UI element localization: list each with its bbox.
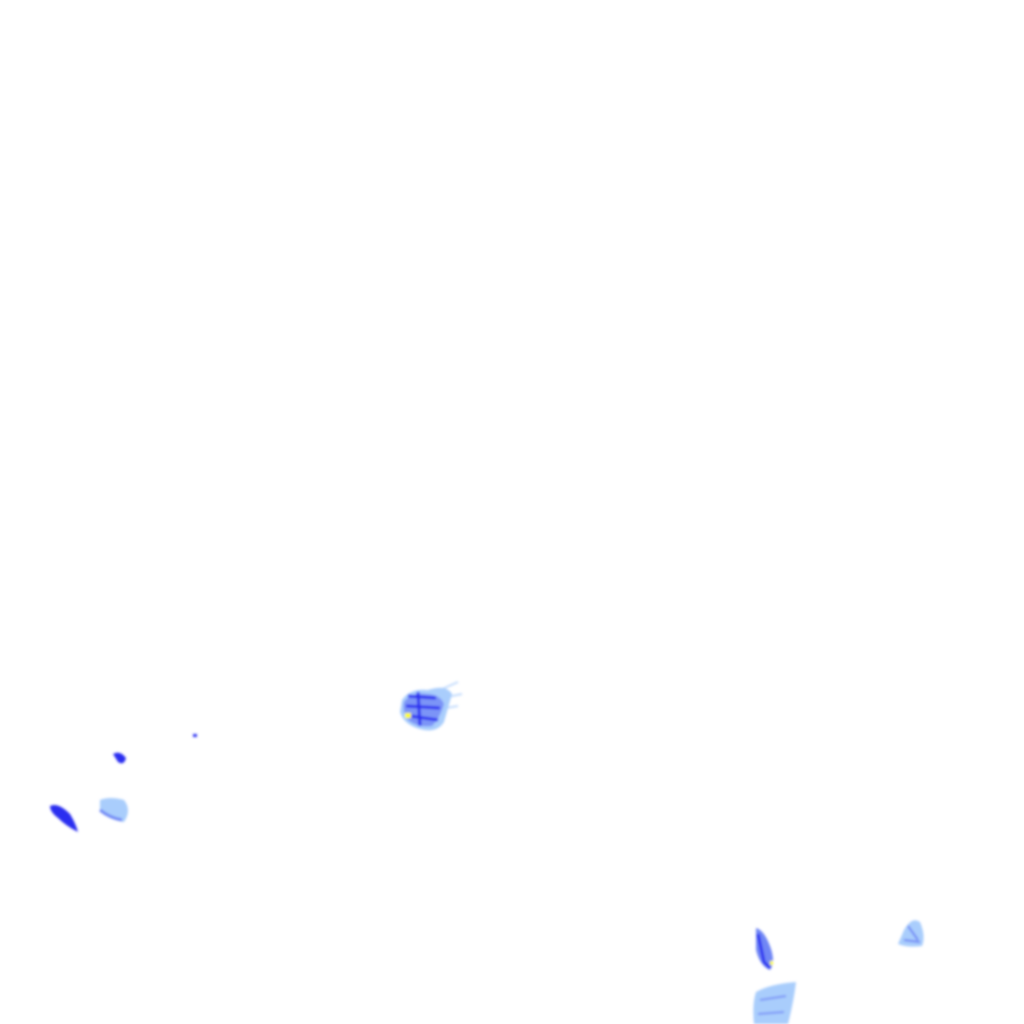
storm-cell-west-3 <box>99 798 128 822</box>
storm-cell-dot <box>193 734 197 737</box>
storm-cell-southeast-1 <box>756 928 773 970</box>
storm-cell-central <box>400 681 463 731</box>
storm-cell-west-2 <box>50 805 78 832</box>
storm-cell-southeast-2 <box>753 982 796 1024</box>
storm-cell-east <box>898 920 924 947</box>
storm-cell-west-1 <box>113 752 126 764</box>
